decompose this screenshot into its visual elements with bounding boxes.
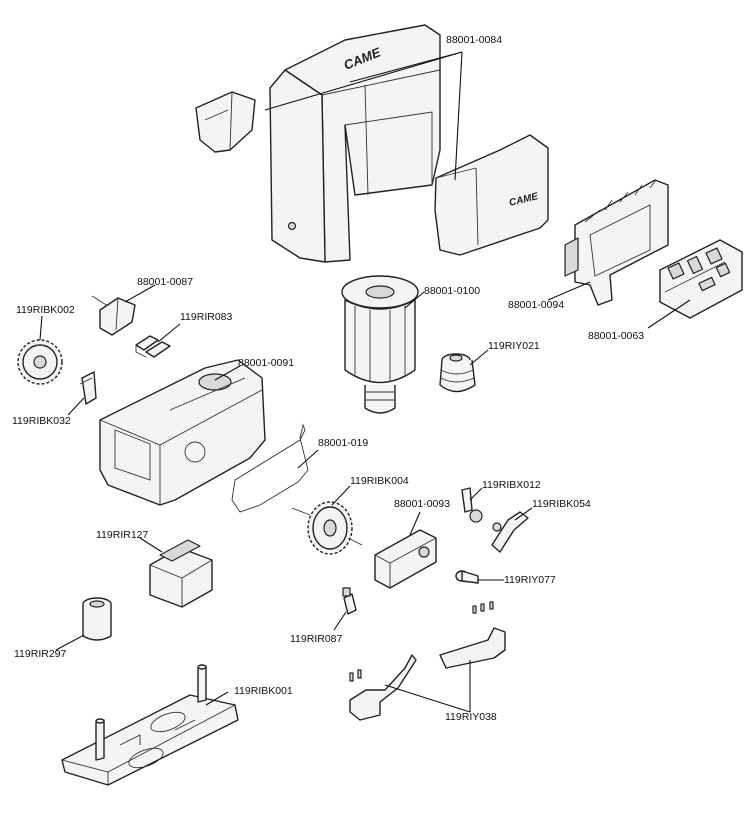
label-control-board-text: 88001-0063: [588, 330, 644, 342]
label-gear-pinion: 119RIBK002: [16, 304, 75, 341]
label-clip-spring-text: 119RIR083: [180, 311, 233, 323]
label-retaining-clip-text: 119RIBK032: [12, 415, 71, 427]
label-transformer: 119RIR127: [96, 529, 163, 553]
release-screw: [461, 487, 483, 523]
label-pinion-bracket-text: 88001-0087: [137, 276, 193, 288]
label-limit-switch-springs-text: 119RIY038: [445, 711, 497, 723]
label-gearbox-housing-text: 88001-0091: [238, 357, 294, 369]
label-release-screw: 119RIBX012: [469, 479, 541, 501]
label-gear-pinion-text: 119RIBK002: [16, 304, 75, 316]
gearbox-housing: [99, 359, 266, 506]
label-transformer-text: 119RIR127: [96, 529, 149, 541]
pinion-bracket: [91, 295, 136, 336]
label-base-plate: 119RIBK001: [205, 685, 293, 706]
label-release-screw-text: 119RIBX012: [482, 479, 541, 491]
label-worm-screw: 119RIY021: [469, 340, 540, 366]
label-output-gear: 119RIBK004: [331, 475, 409, 506]
label-control-board: 88001-0063: [588, 299, 691, 342]
cover-front-cap: CAME: [434, 134, 549, 256]
label-fuse-holder: 119RIR087: [290, 611, 347, 645]
label-cover-text: 88001-0084: [446, 34, 502, 46]
control-board: [659, 239, 743, 319]
label-release-lever: 119RIBK054: [514, 498, 591, 521]
label-bushing: 119RIR297: [14, 634, 85, 660]
limit-switch-springs: [349, 601, 506, 721]
label-release-knob: 119RIY077: [478, 574, 556, 586]
label-pinion-bracket: 88001-0087: [124, 276, 193, 303]
label-gearbox-housing: 88001-0091: [214, 357, 294, 381]
retaining-clip: [79, 371, 97, 405]
transformer: [149, 539, 213, 608]
motor: [341, 275, 419, 414]
cover-main: CAME: [269, 24, 441, 263]
label-motor: 88001-0100: [404, 285, 480, 309]
label-cover: 88001-0084: [264, 34, 502, 181]
label-fuse-holder-text: 119RIR087: [290, 633, 343, 645]
bushing: [82, 597, 112, 641]
control-board-bracket: [564, 179, 669, 306]
label-bushing-text: 119RIR297: [14, 648, 67, 660]
release-lever: [491, 511, 529, 553]
clip-spring: [135, 335, 171, 358]
label-output-gear-text: 119RIBK004: [350, 475, 409, 487]
limit-switch-box: [374, 529, 437, 589]
label-gasket: 88001-019: [297, 437, 368, 469]
gear-pinion: [17, 339, 63, 385]
label-limit-switch-springs: 119RIY038: [384, 660, 497, 723]
label-release-lever-text: 119RIBK054: [532, 498, 591, 510]
cover-side-cap: [195, 91, 256, 153]
label-base-plate-text: 119RIBK001: [234, 685, 293, 697]
output-gear: [291, 501, 363, 555]
label-control-board-bracket: 88001-0094: [508, 281, 591, 311]
label-clip-spring: 119RIR083: [157, 311, 233, 343]
label-gasket-text: 88001-019: [318, 437, 368, 449]
label-control-board-bracket-text: 88001-0094: [508, 299, 564, 311]
worm-screw: [439, 353, 476, 393]
release-knob: [455, 570, 479, 584]
label-worm-screw-text: 119RIY021: [488, 340, 540, 352]
label-release-knob-text: 119RIY077: [504, 574, 556, 586]
label-retaining-clip: 119RIBK032: [12, 397, 85, 427]
label-limit-switch-box: 88001-0093: [394, 498, 450, 536]
fuse-holder: [342, 587, 357, 615]
label-motor-text: 88001-0100: [424, 285, 480, 297]
gasket: [231, 423, 309, 513]
label-limit-switch-box-text: 88001-0093: [394, 498, 450, 510]
base-plate: [61, 664, 239, 786]
